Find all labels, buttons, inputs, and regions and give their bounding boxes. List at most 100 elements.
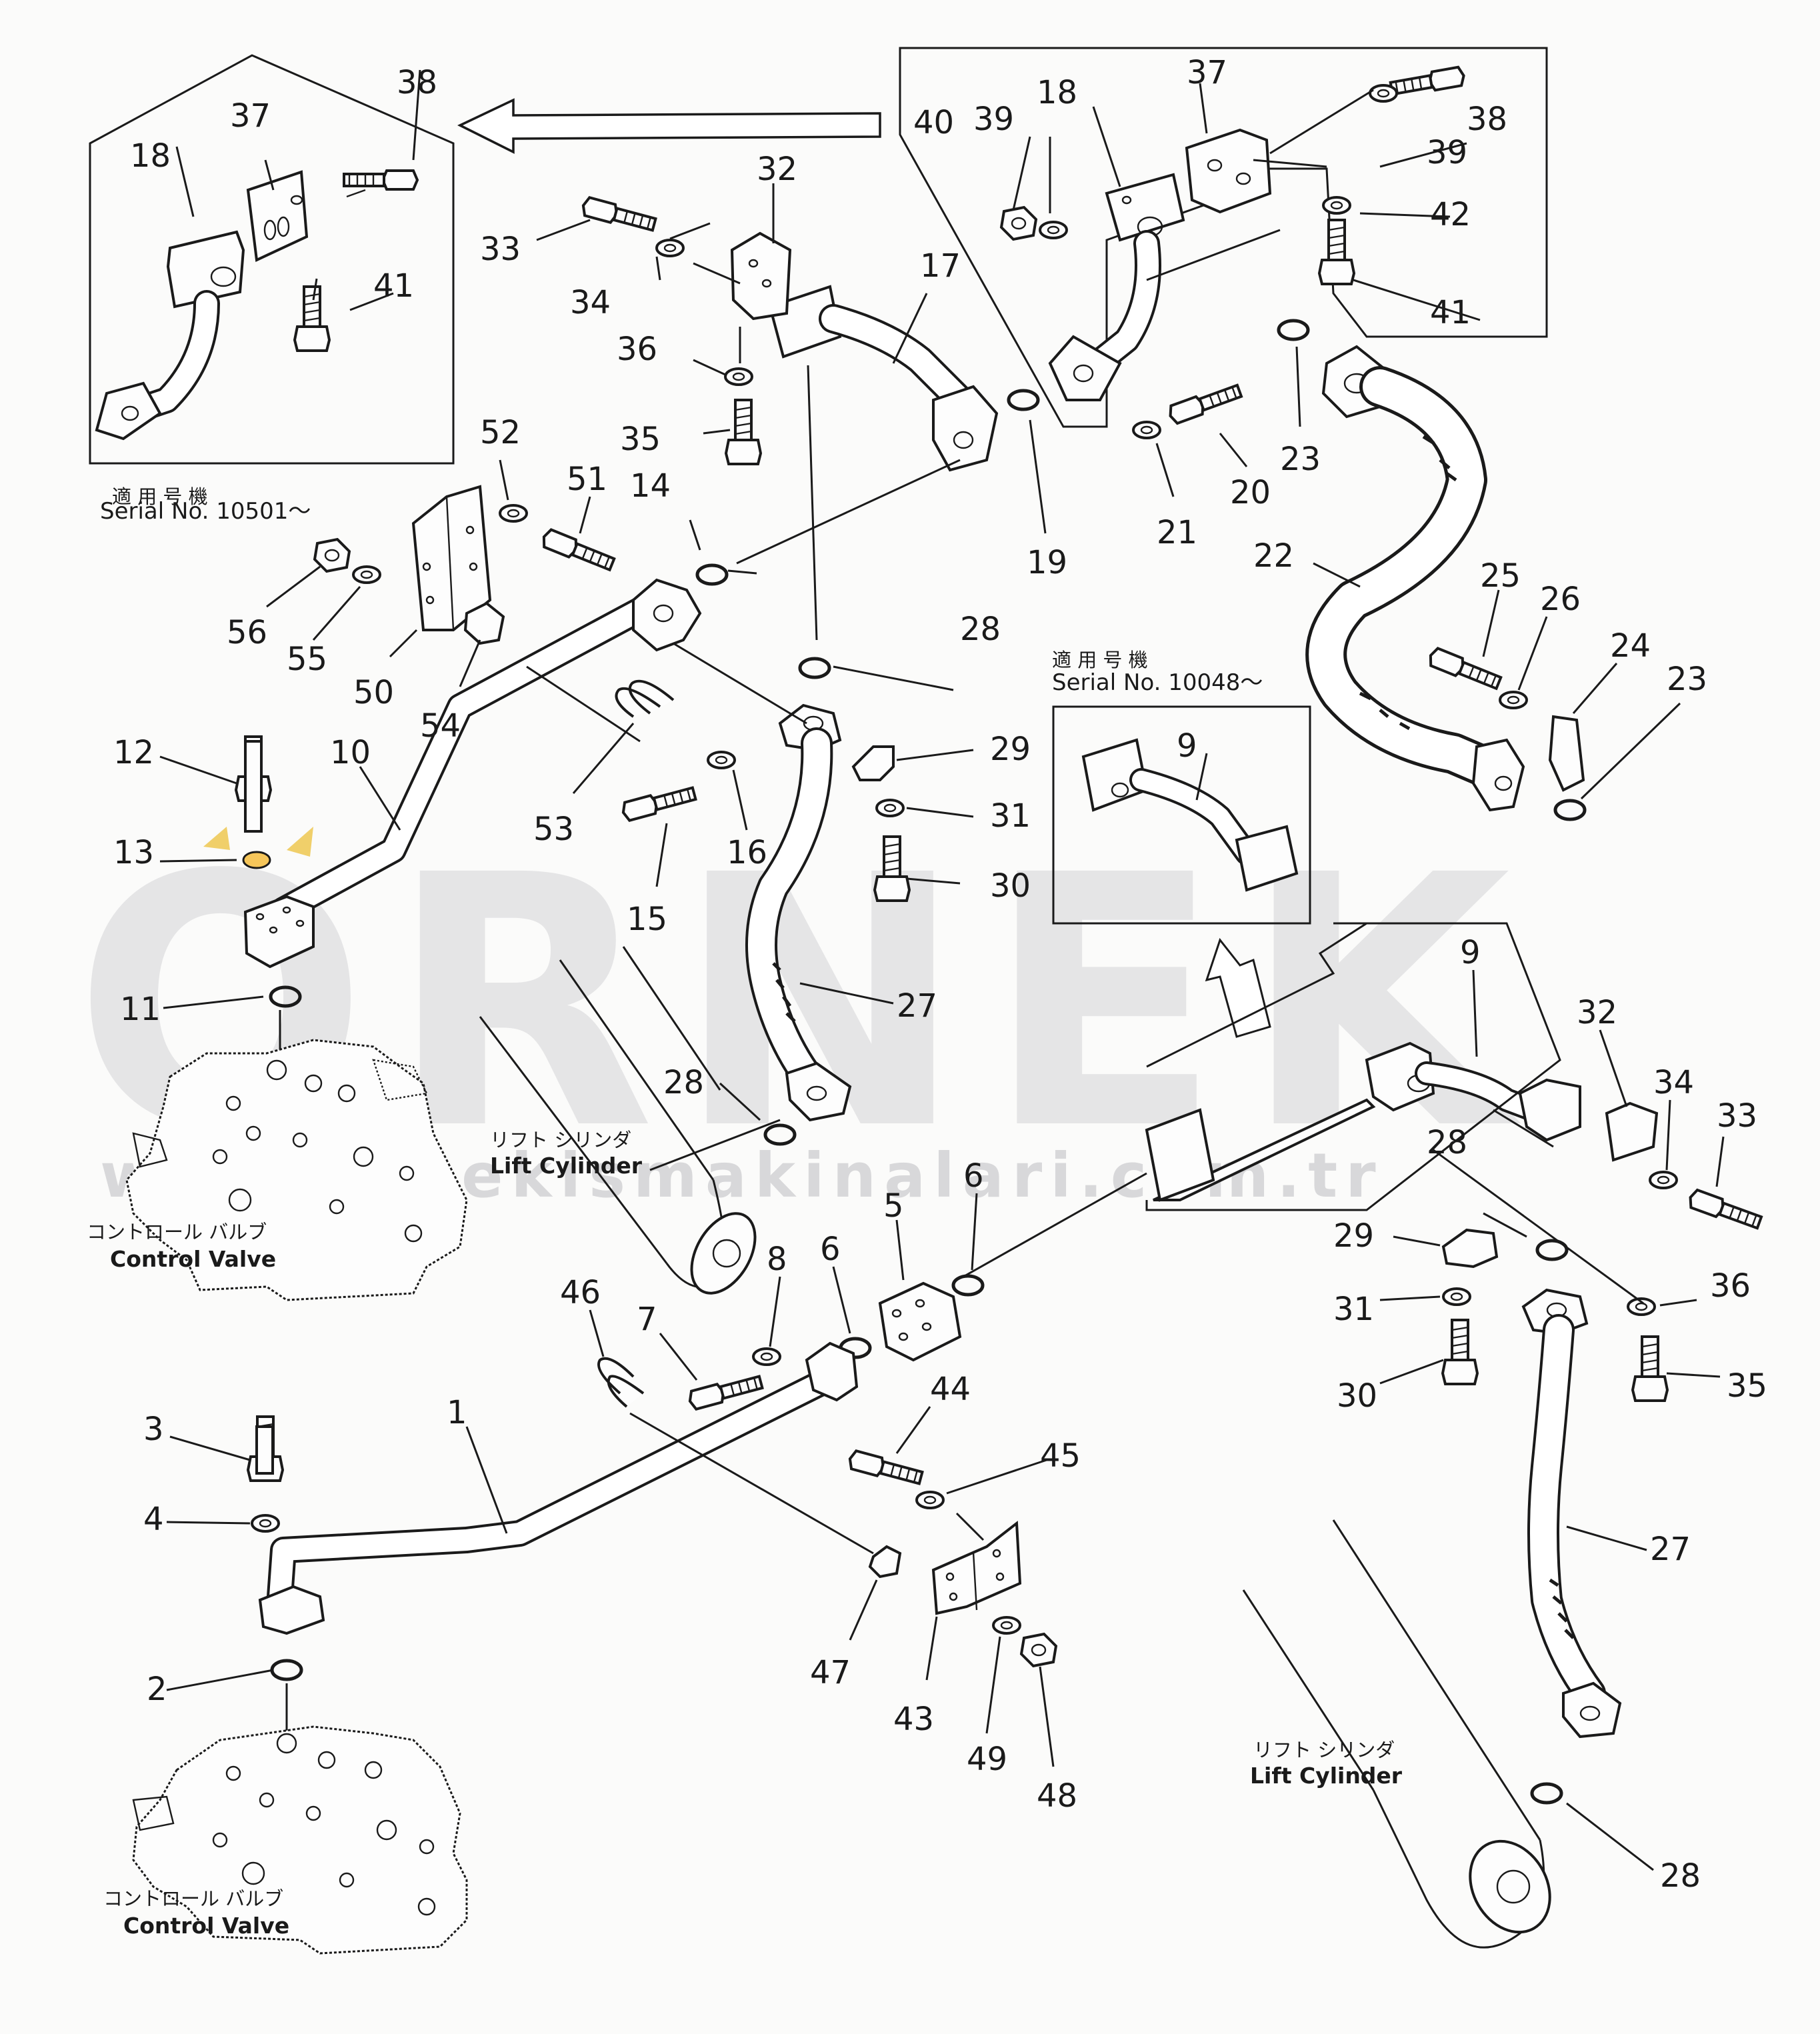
lift-cylinder-jp-right: リフト シリンダ (1253, 1739, 1395, 1761)
callout-23: 23 (1667, 661, 1707, 698)
bracket-32 (730, 231, 792, 321)
callout-7: 7 (637, 1301, 657, 1338)
tube-1-assembly (166, 1341, 859, 1733)
callout-19: 19 (1027, 544, 1067, 581)
callout-45: 45 (1040, 1437, 1081, 1475)
callout-51: 51 (567, 461, 607, 498)
serial-10048-label: Serial No. 10048～ (1052, 669, 1263, 696)
highlight-mark-right (287, 827, 313, 857)
callout-28: 28 (960, 611, 1001, 648)
callout-15: 15 (627, 901, 667, 938)
callout-52: 52 (480, 414, 521, 451)
callout-38: 38 (397, 64, 437, 101)
callout-54: 54 (420, 707, 461, 745)
callout-numbers: 38 37 18 41 37 18 39 40 38 39 42 41 32 1… (113, 54, 1767, 1895)
callout-22: 22 (1253, 537, 1294, 575)
washer-13-highlighted (242, 851, 271, 869)
callout-29: 29 (990, 731, 1031, 768)
callout-37: 37 (230, 97, 271, 135)
callout-14: 14 (630, 467, 671, 505)
bracket-32-right (1605, 1101, 1659, 1162)
flange-10-top (632, 578, 702, 652)
tube-9-assembly (963, 922, 1764, 1402)
clamp-53 (615, 679, 675, 718)
callout-32: 32 (1577, 994, 1617, 1031)
callout-38: 38 (1467, 101, 1507, 138)
callout-40: 40 (913, 104, 954, 141)
callout-9: 9 (1177, 727, 1197, 765)
flange-detail (95, 381, 162, 441)
applicable-label-jp-top: 適 用 号 機 (112, 485, 208, 508)
callout-36: 36 (1710, 1267, 1751, 1305)
applicable-label-jp-mid: 適 用 号 機 (1052, 649, 1148, 671)
callout-53: 53 (533, 811, 574, 848)
callout-55: 55 (287, 641, 327, 678)
hose-27-right (1379, 1212, 1654, 1871)
callout-27: 27 (1650, 1531, 1691, 1568)
callout-46: 46 (560, 1274, 601, 1311)
clamp-46 (597, 1357, 645, 1408)
callout-36: 36 (617, 331, 657, 368)
flange-18 (1048, 335, 1122, 401)
callout-33: 33 (480, 231, 521, 268)
callout-41: 41 (1430, 294, 1471, 331)
callout-33: 33 (1717, 1097, 1757, 1135)
control-valve-jp-upper: コントロール バルブ (87, 1221, 267, 1243)
hose-27-left (719, 659, 974, 1144)
detail-box-serial-10501: 適 用 号 機 Serial No. 10501～ (89, 54, 455, 525)
callout-43: 43 (893, 1701, 934, 1738)
callout-41: 41 (373, 267, 414, 305)
block-1-bottom (258, 1585, 325, 1635)
block-18 (1105, 173, 1185, 242)
split-flange-29-right (1441, 1228, 1499, 1269)
callout-31: 31 (1333, 1291, 1374, 1328)
control-valve-jp-lower: コントロール バルブ (103, 1887, 283, 1910)
tube-17-assembly (536, 183, 999, 641)
callout-6: 6 (820, 1231, 841, 1268)
callout-28: 28 (1660, 1857, 1701, 1895)
left-arrow-icon (457, 98, 881, 154)
callout-39: 39 (973, 101, 1014, 138)
control-valve-lower: コントロール バルブ Control Valve (103, 1725, 468, 1955)
callout-3: 3 (143, 1411, 164, 1448)
control-valve-upper: コントロール バルブ Control Valve (87, 1039, 468, 1301)
lift-cylinder-jp-left: リフト シリンダ (490, 1129, 631, 1151)
lift-cylinder-right: リフト シリンダ Lift Cylinder (1242, 1519, 1551, 1949)
callout-6: 6 (963, 1157, 984, 1195)
callout-21: 21 (1157, 514, 1197, 551)
callout-48: 48 (1037, 1777, 1077, 1815)
callout-30: 30 (1337, 1377, 1377, 1415)
callout-18: 18 (1037, 74, 1077, 111)
highlight-mark-left (203, 827, 230, 850)
clamp-54 (463, 601, 505, 645)
callout-8: 8 (767, 1241, 787, 1278)
callout-28: 28 (663, 1064, 704, 1101)
callout-16: 16 (727, 834, 767, 871)
block-37 (1185, 128, 1272, 214)
lift-cylinder-left: リフト シリンダ Lift Cylinder (479, 946, 781, 1295)
callout-30: 30 (990, 867, 1031, 905)
callout-50: 50 (353, 674, 394, 711)
callout-35: 35 (620, 421, 661, 458)
joint-block-5 (659, 1193, 983, 1412)
callout-2: 2 (147, 1671, 167, 1708)
callout-11: 11 (120, 991, 161, 1028)
bracket-50-assembly (266, 459, 675, 794)
callout-26: 26 (1540, 581, 1581, 618)
callout-13: 13 (113, 834, 154, 871)
callout-25: 25 (1480, 557, 1521, 595)
callout-49: 49 (967, 1741, 1007, 1778)
callout-4: 4 (143, 1501, 164, 1538)
callout-18: 18 (130, 137, 171, 175)
callout-32: 32 (757, 151, 797, 188)
serial-10501-label: Serial No. 10501～ (100, 498, 311, 525)
callout-42: 42 (1430, 196, 1471, 233)
callout-31: 31 (990, 797, 1031, 835)
callout-12: 12 (113, 734, 154, 771)
split-flange-29-left (851, 745, 895, 781)
split-flange-24 (1548, 715, 1585, 792)
callout-37: 37 (1187, 54, 1227, 91)
callout-34: 34 (1653, 1064, 1694, 1101)
